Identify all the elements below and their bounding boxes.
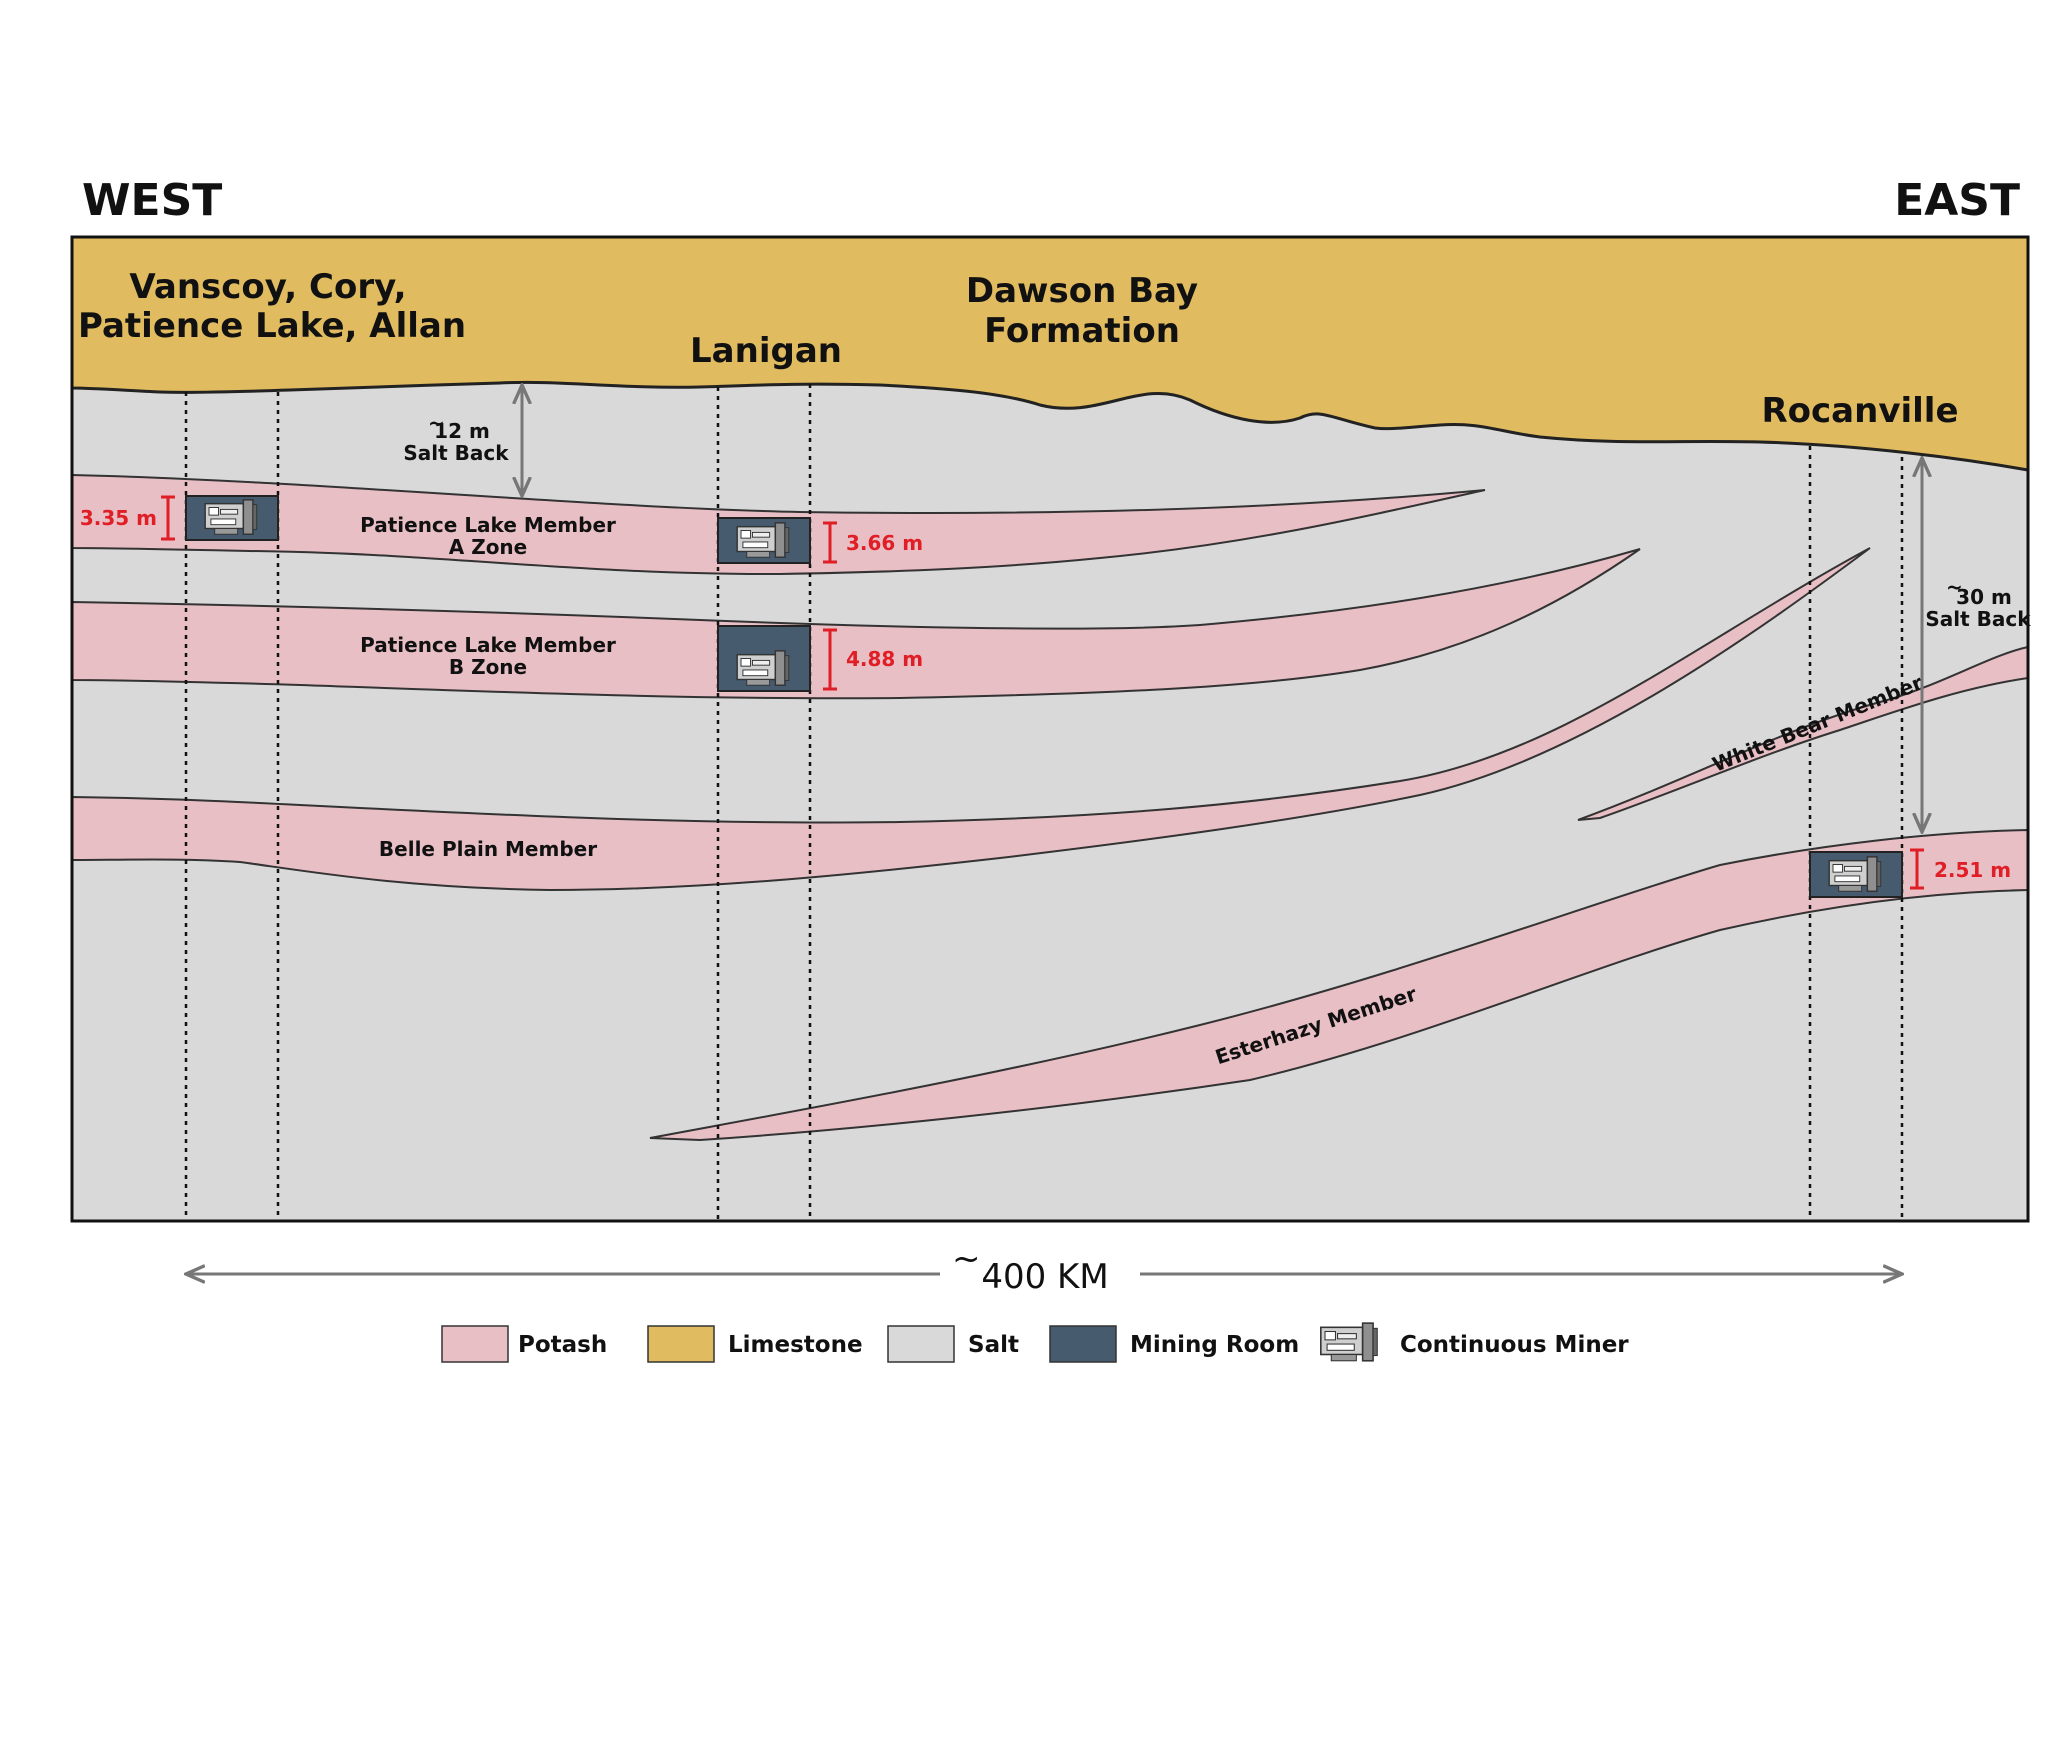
continuous-miner-icon [1828, 856, 1882, 892]
mine-label-west-line2: Patience Lake, Allan [78, 306, 466, 346]
member-label-belle-plain: Belle Plain Member [379, 837, 597, 861]
mining-room-lanigan-a [717, 517, 811, 564]
thickness-brackets [161, 495, 1924, 890]
thickness-bracket [1910, 848, 1924, 890]
member-label-pl-a-line1: Patience Lake Member [360, 513, 616, 537]
thickness-bracket [823, 628, 837, 691]
legend-swatch-limestone [647, 1325, 715, 1363]
legend: Potash Limestone Salt Mining Room Contin… [441, 1322, 1629, 1363]
salt-back-value-east: 30 m [1956, 585, 2012, 609]
salt-back-tilde-west: ~ [428, 411, 445, 435]
mining-room-lanigan-b [717, 625, 811, 692]
member-label-pl-b-line2: B Zone [449, 655, 527, 679]
thickness-label-lanigan-a: 3.66 m [846, 531, 923, 555]
cross-section-frame [70, 235, 2030, 1223]
salt-back-value-west: 12 m [434, 419, 490, 443]
legend-label-salt: Salt [968, 1332, 1019, 1358]
potash-belle-plain [71, 547, 1871, 892]
salt-back-label-east: Salt Back [1925, 607, 2031, 631]
west-label: WEST [82, 175, 222, 226]
mine-label-west-line1: Vanscoy, Cory, [129, 267, 406, 307]
continuous-miner-icon [204, 499, 258, 535]
salt-back-label-west: Salt Back [403, 441, 509, 465]
legend-label-mining-room: Mining Room [1130, 1332, 1299, 1358]
mining-room-west [185, 495, 279, 541]
thickness-bracket [823, 521, 837, 564]
member-label-pl-b-line1: Patience Lake Member [360, 633, 616, 657]
continuous-miner-icon [736, 522, 790, 558]
thickness-label-lanigan-b: 4.88 m [846, 647, 923, 671]
legend-swatch-mining-room [1049, 1325, 1117, 1363]
mine-label-lanigan: Lanigan [690, 331, 842, 371]
legend-swatch-salt [887, 1325, 955, 1363]
thickness-bracket [161, 495, 175, 541]
limestone-layer [70, 235, 2030, 472]
continuous-miner-icon [1320, 1322, 1379, 1362]
mining-room-rocanville [1809, 851, 1903, 898]
potash-patience-lake-b [71, 548, 1641, 700]
continuous-miner-icon [736, 650, 790, 686]
thickness-label-rocanville: 2.51 m [1934, 858, 2011, 882]
legend-label-limestone: Limestone [728, 1332, 863, 1358]
formation-label-line1: Dawson Bay [966, 271, 1198, 311]
distance-label: 400 KM [981, 1257, 1108, 1297]
mine-label-rocanville: Rocanville [1761, 391, 1958, 431]
legend-swatch-potash [441, 1325, 509, 1363]
formation-label-line2: Formation [984, 311, 1180, 351]
east-label: EAST [1894, 175, 2020, 226]
thickness-label-west: 3.35 m [80, 506, 157, 530]
distance-tilde: ~ [952, 1239, 981, 1279]
legend-label-continuous-miner: Continuous Miner [1400, 1332, 1629, 1358]
salt-back-tilde-east: ~ [1946, 575, 1963, 599]
legend-label-potash: Potash [518, 1332, 607, 1358]
member-label-pl-a-line2: A Zone [449, 535, 528, 559]
